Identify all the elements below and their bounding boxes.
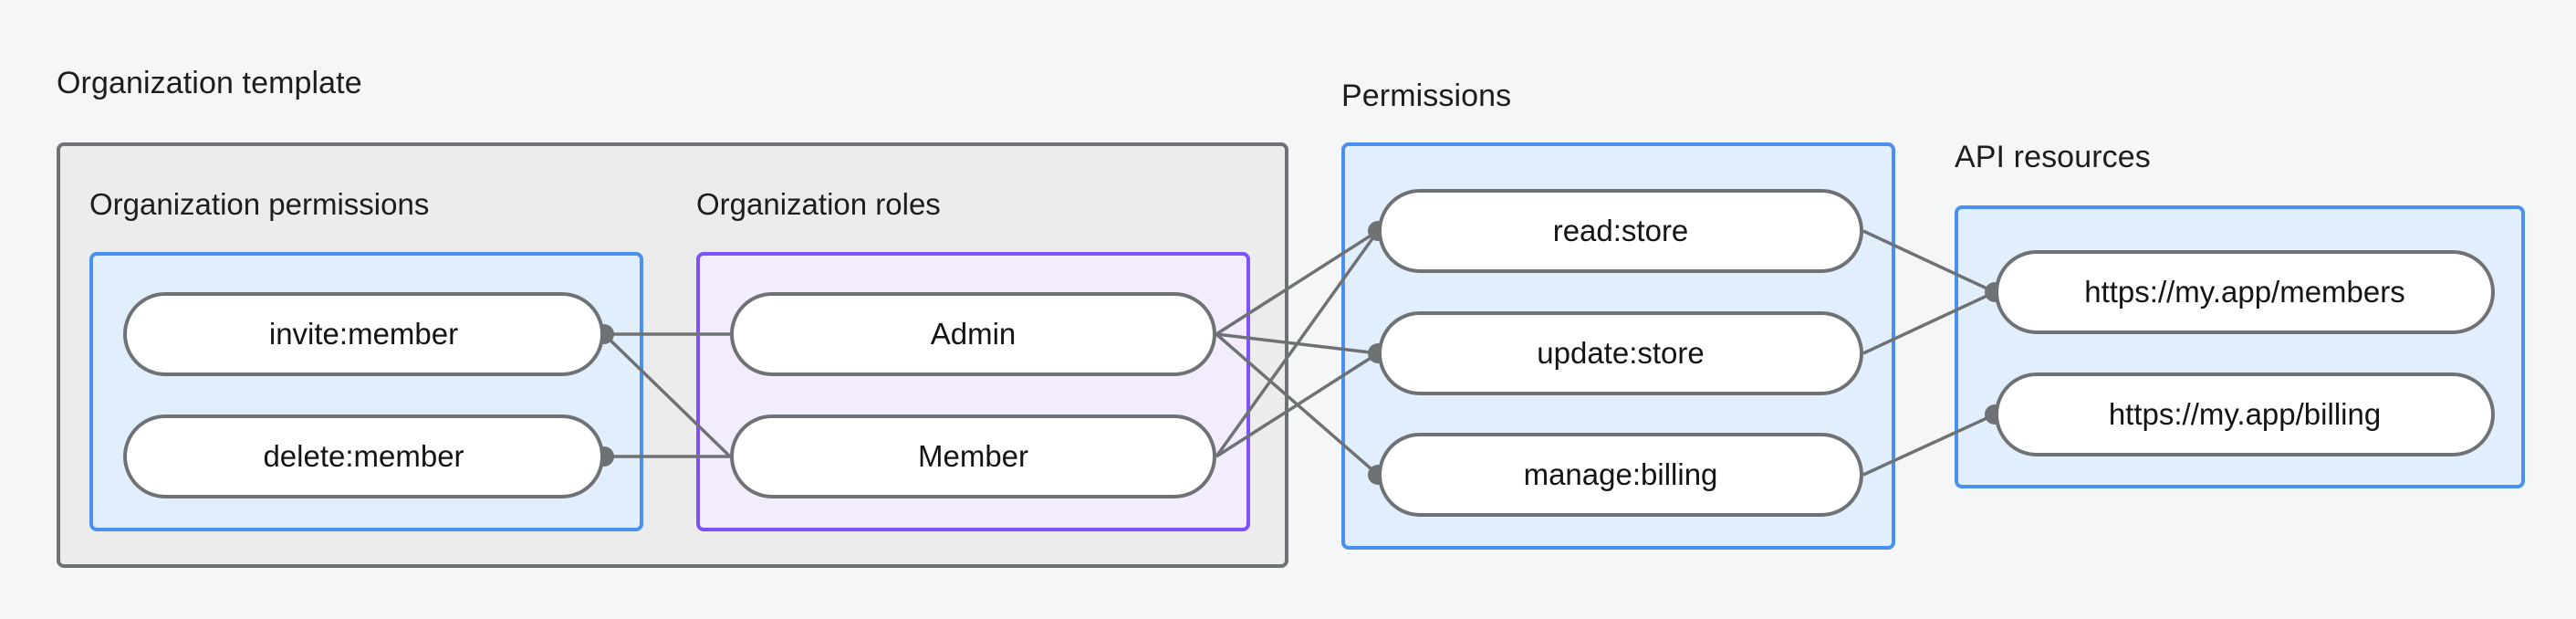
node-delete-member[interactable]: delete:member (123, 414, 604, 498)
node-billing-url[interactable]: https://my.app/billing (1995, 372, 2495, 456)
node-read-store[interactable]: read:store (1378, 189, 1863, 273)
api-resources-label: API resources (1955, 140, 2151, 174)
node-invite-member[interactable]: invite:member (123, 292, 604, 376)
organization-permissions-label: Organization permissions (89, 187, 430, 221)
node-manage-billing[interactable]: manage:billing (1378, 433, 1863, 517)
permissions-label: Permissions (1341, 79, 1512, 113)
organization-template-label: Organization template (57, 66, 362, 100)
node-admin[interactable]: Admin (730, 292, 1216, 376)
node-update-store[interactable]: update:store (1378, 311, 1863, 395)
organization-roles-label: Organization roles (696, 187, 941, 221)
node-member[interactable]: Member (730, 414, 1216, 498)
node-members-url[interactable]: https://my.app/members (1995, 250, 2495, 334)
